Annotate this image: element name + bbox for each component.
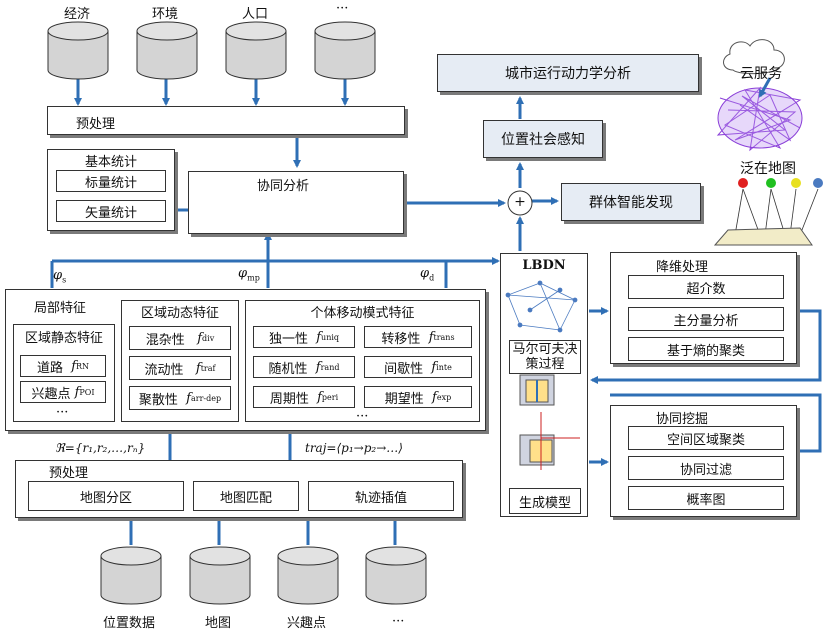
source-label-population: 人口 [242, 7, 269, 22]
individual-ellipsis: ··· [356, 409, 369, 424]
location-social-box: 位置社会感知 [483, 120, 603, 158]
coanalysis-label: 协同分析 [257, 179, 310, 194]
bottom-preprocess-title: 预处理 [49, 466, 89, 481]
plus-node [507, 190, 533, 216]
map-pins [738, 178, 823, 188]
top-preprocess-box: 预处理 [47, 106, 405, 135]
source-label-economy: 经济 [64, 7, 91, 22]
lbdn-box: LBDN 马尔可夫决策过程 生成模型 [500, 253, 588, 517]
source-label-more: ··· [336, 1, 349, 16]
top-cylinders [47, 21, 376, 80]
pan-map-label: 泛在地图 [740, 161, 796, 177]
cloud-service-label: 云服务 [740, 66, 782, 82]
bottom-cylinders [100, 546, 427, 605]
region-dynamic-title: 区域动态特征 [140, 306, 219, 321]
scalar-stats-box: 标量统计 [56, 170, 166, 192]
plus-symbol: + [514, 194, 526, 210]
phi-d-label: φd [420, 266, 435, 283]
swarm-intel-box: 群体智能发现 [561, 183, 701, 221]
dim-reduction-title: 降维处理 [656, 260, 709, 275]
map-matching-box: 地图匹配 [193, 481, 299, 511]
static-features-title: 区域静态特征 [24, 331, 103, 346]
hyper-betweenness-box: 超介数 [628, 275, 784, 299]
trajectory-formula: traj=⟨p₁→p₂→…⟩ [305, 441, 403, 455]
cloud-shape [723, 39, 785, 75]
vector-stats-box: 矢量统计 [56, 200, 166, 222]
source-label-location-data: 位置数据 [103, 616, 156, 631]
phi-mp-label: φmp [238, 266, 260, 283]
trajectory-interp-box: 轨迹插值 [308, 481, 454, 511]
map-partition-box: 地图分区 [28, 481, 184, 511]
probability-graph-box: 概率图 [628, 486, 784, 510]
region-set-formula: ℜ={r₁,r₂,…,rₙ} [55, 441, 146, 455]
lbdn-cube-graphics [519, 374, 580, 470]
basic-stats-box: 基本统计 标量统计 矢量统计 [47, 149, 175, 231]
source-label-environment: 环境 [152, 7, 179, 22]
mdp-box: 马尔可夫决策过程 [509, 340, 581, 374]
generative-model-box: 生成模型 [509, 488, 581, 514]
source-label-map: 地图 [205, 616, 232, 631]
spatial-clustering-box: 空间区域聚类 [628, 426, 784, 450]
phi-s-label: φs [53, 268, 67, 285]
entropy-clustering-box: 基于熵的聚类 [628, 337, 784, 361]
network-graphic [716, 86, 803, 152]
source-label-more-bottom: ··· [392, 614, 405, 629]
bottom-preprocess-box: 预处理 地图分区 地图匹配 轨迹插值 [15, 460, 463, 518]
city-dynamics-box: 城市运行动力学分析 [437, 54, 699, 92]
coanalysis-box: 协同分析 [188, 171, 404, 234]
dim-reduction-box: 降维处理 超介数 主分量分析 基于熵的聚类 [610, 252, 797, 364]
top-preprocess-label: 预处理 [76, 117, 116, 132]
basic-stats-title: 基本统计 [84, 155, 137, 170]
lbdn-title: LBDN [522, 258, 566, 273]
local-features-title: 局部特征 [34, 301, 87, 316]
ground-map [713, 227, 813, 246]
co-mining-title: 协同挖掘 [656, 412, 709, 427]
individual-features-title: 个体移动模式特征 [310, 306, 415, 321]
source-label-poi: 兴趣点 [287, 616, 327, 631]
lbdn-network [505, 280, 578, 333]
co-mining-box: 协同挖掘 空间区域聚类 协同过滤 概率图 [610, 405, 797, 517]
static-ellipsis: ··· [56, 405, 69, 420]
pca-box: 主分量分析 [628, 307, 784, 331]
co-filtering-box: 协同过滤 [628, 456, 784, 480]
